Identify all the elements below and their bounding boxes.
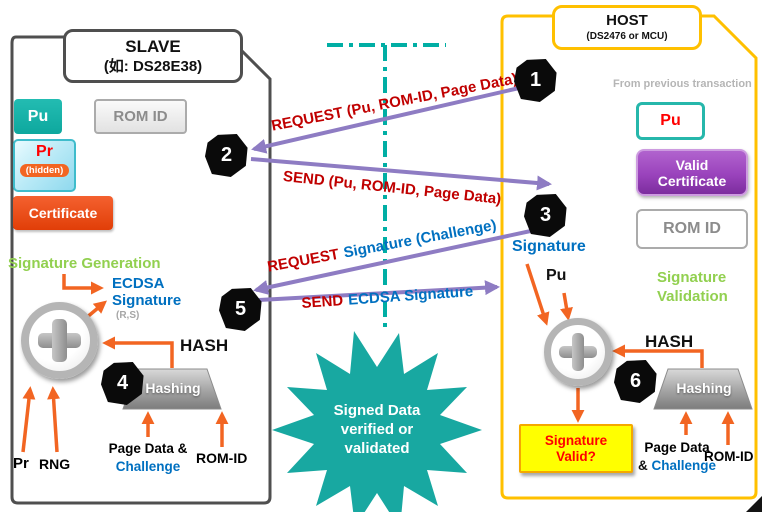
arrow-siggen-to-ecdsa — [62, 274, 104, 295]
arrow-hash-to-engine-host — [612, 344, 704, 368]
signature-generation-label: Signature Generation — [8, 255, 161, 272]
ecdsa-rs-label: (R,S) — [116, 310, 140, 321]
slave-input-pr-label: Pr — [13, 455, 29, 472]
corner-fold-icon — [746, 496, 762, 512]
host-subtitle: (DS2476 or MCU) — [586, 31, 668, 42]
slave-input-romid-label: ROM-ID — [196, 450, 248, 466]
slave-title-box: SLAVE (如: DS28E38) — [63, 29, 243, 83]
host-signature-label: Signature — [512, 238, 586, 255]
starburst-icon — [272, 331, 482, 512]
signature-valid-box: Signature Valid? — [519, 424, 633, 473]
host-pu-input-label: Pu — [546, 267, 567, 284]
arrow-signature-down — [525, 263, 550, 326]
arrow-step1-request — [251, 84, 529, 154]
host-title-box: HOST (DS2476 or MCU) — [552, 5, 702, 50]
arrow-step2-send — [250, 157, 552, 191]
signature-validation-label: Signature Validation — [657, 269, 728, 305]
divider-line — [327, 43, 446, 332]
ecdsa-signature-label: ECDSA Signature (R,S) — [112, 275, 182, 321]
slave-hashing-label: Hashing — [145, 380, 201, 396]
arrow-step3-request-signature — [253, 227, 541, 295]
arrow-pu-down — [560, 292, 573, 321]
slave-input-rng-label: RNG — [39, 456, 71, 472]
slave-hash-label: HASH — [180, 336, 229, 355]
starburst-label: Signed Data verified or validated — [333, 402, 421, 457]
slave-subtitle: (如: DS28E38) — [103, 58, 203, 75]
verify-engine-icon — [544, 318, 612, 386]
host-input-pagedata-label: Page Data & Challenge — [637, 440, 717, 473]
arrow-pr-up — [21, 386, 36, 453]
from-previous-transaction-label: From previous transaction — [613, 78, 752, 90]
slave-title: SLAVE — [125, 37, 181, 56]
slave-pr-chip: Pr (hidden) — [13, 139, 76, 192]
arrow-step5-send-signature — [258, 280, 500, 302]
host-title: HOST — [606, 12, 648, 29]
slave-input-pagedata-label: Page Data & Challenge — [108, 441, 188, 474]
slave-flow-arrows — [21, 274, 229, 453]
arrow-hash-to-engine — [102, 336, 174, 368]
host-valid-certificate-chip: Valid Certificate — [636, 149, 748, 196]
slave-pr-hidden-badge: (hidden) — [19, 164, 70, 177]
host-hash-label: HASH — [645, 332, 694, 351]
host-flow-arrows — [525, 263, 735, 445]
host-rom-id-chip: ROM ID — [636, 209, 748, 249]
slave-pr-label: Pr — [36, 143, 53, 160]
host-pu-chip: Pu — [636, 102, 705, 140]
step-badge-6: 6 — [614, 360, 657, 403]
host-hashing-label: Hashing — [676, 380, 732, 396]
host-hashing-funnel-icon — [653, 368, 753, 410]
host-input-romid-label: ROM-ID — [704, 449, 754, 464]
slave-pu-chip: Pu — [14, 99, 62, 134]
ecdsa-engine-icon — [21, 302, 98, 379]
slave-certificate-chip: Certificate — [13, 196, 113, 230]
arrow-rng-up — [47, 386, 61, 453]
slave-rom-id-chip: ROM ID — [94, 99, 187, 134]
message-arrows — [250, 84, 552, 302]
